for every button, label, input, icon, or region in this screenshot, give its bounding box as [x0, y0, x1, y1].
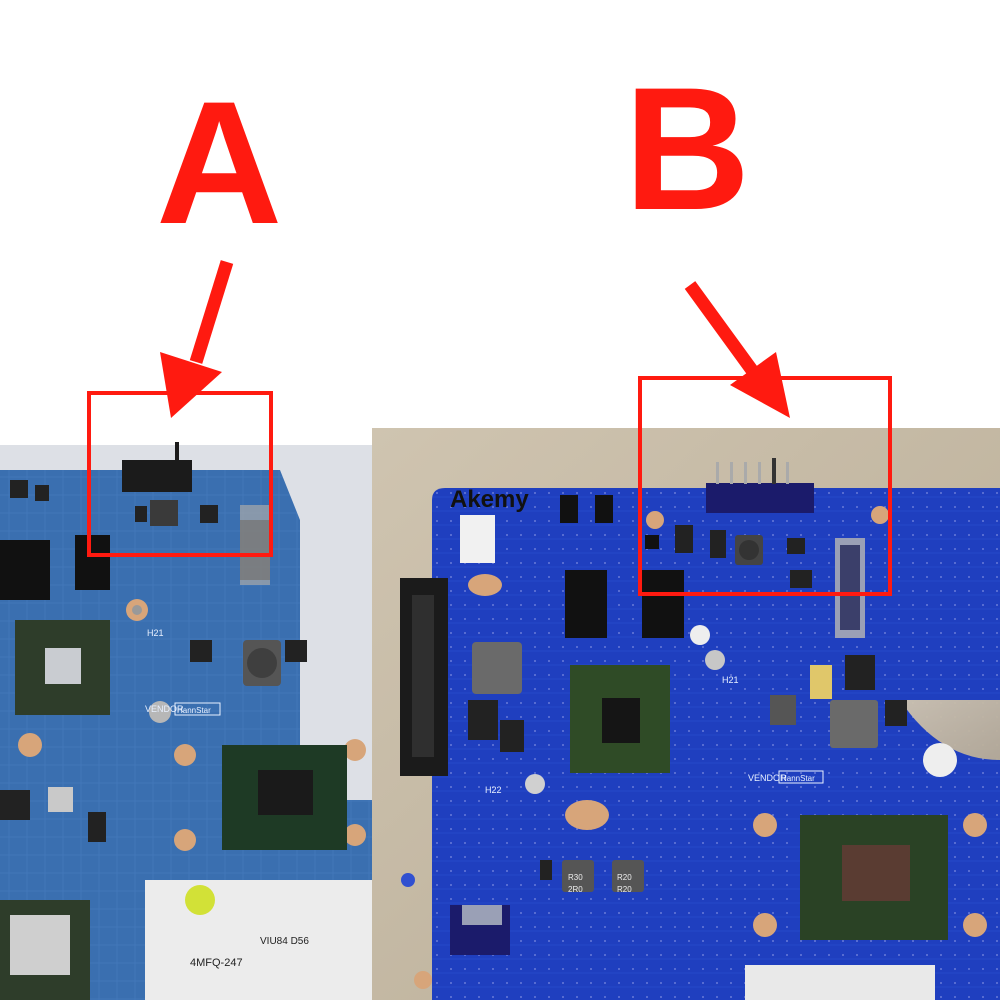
- left-sticker-text-2: VIU84 D56: [260, 936, 309, 947]
- label-a: A: [156, 66, 283, 261]
- right-vendor-brand-text: HannStar: [781, 774, 815, 783]
- left-label-sticker: [145, 880, 372, 1000]
- annotations: [87, 260, 892, 596]
- left-motherboard: [0, 470, 372, 1000]
- right-inductor-1: R30: [568, 873, 583, 882]
- arrow-a-icon: [160, 260, 234, 418]
- right-hole-label-2: H22: [485, 785, 502, 795]
- right-battery-connector: [706, 483, 814, 513]
- left-sticker-text-1: 4MFQ-247: [190, 957, 243, 969]
- right-vendor-text: VENDOR: [748, 773, 787, 783]
- left-photo: 4MFQ-247 VIU84 D56 VENDOR HannStar H21: [0, 442, 372, 1000]
- right-hole-label-1: H21: [722, 675, 739, 685]
- label-b: B: [624, 52, 751, 247]
- right-photo: R30 R20 2R0 R20 VENDOR HannStar H21 H22 …: [372, 428, 1000, 1000]
- arrow-b-icon: [684, 281, 790, 418]
- right-inductor-2: R20: [617, 873, 632, 882]
- left-hole-label: H21: [147, 628, 164, 638]
- right-inductor-3: 2R0: [568, 885, 583, 894]
- left-vendor-brand-text: HannStar: [177, 706, 211, 715]
- watermark-text: Akemy: [450, 486, 529, 513]
- left-vendor-text: VENDOR: [145, 704, 184, 714]
- right-white-connector: [460, 515, 495, 563]
- right-inductor-4: R20: [617, 885, 632, 894]
- left-battery-connector: [122, 460, 192, 492]
